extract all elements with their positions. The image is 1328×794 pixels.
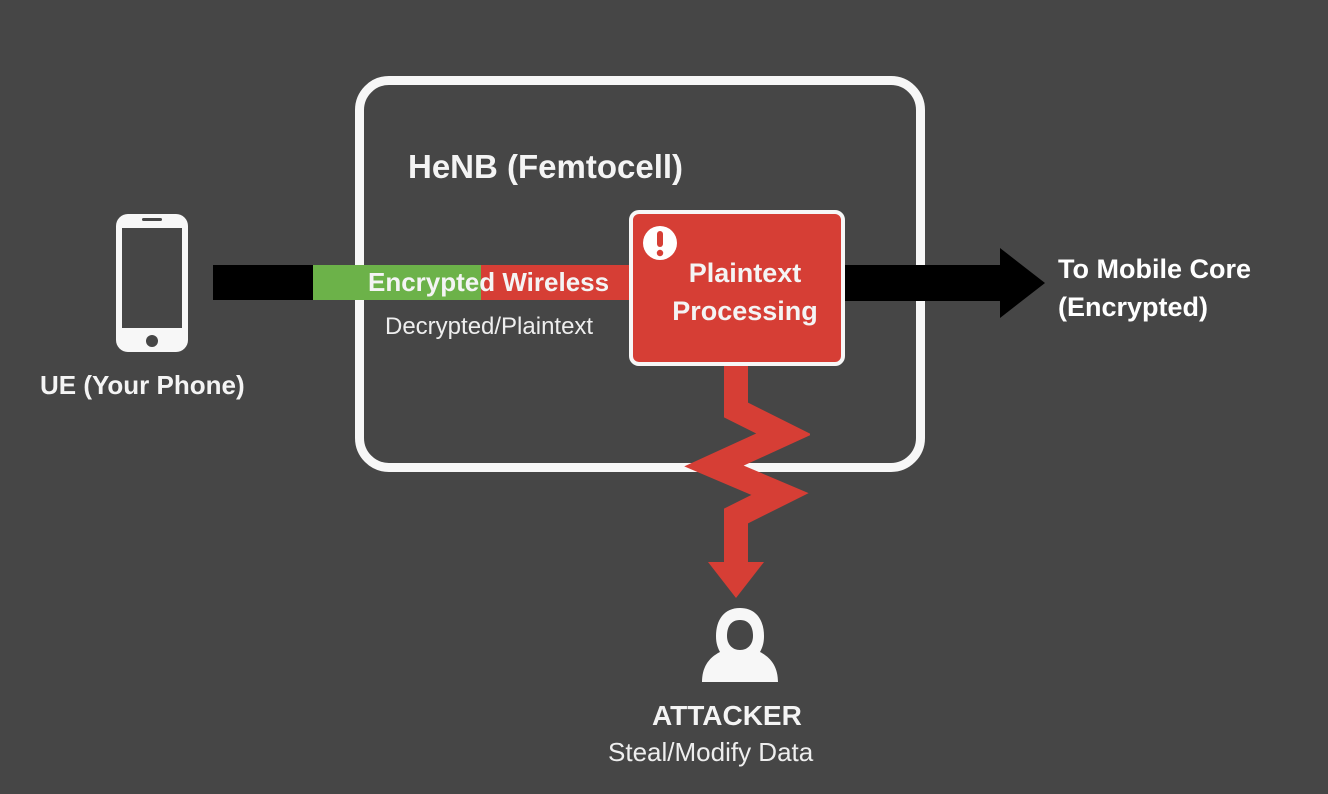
- arrow-right-icon: [845, 248, 1045, 318]
- link-segment-plaintext: [481, 265, 631, 300]
- hooded-attacker-icon: [702, 608, 778, 682]
- processing-label: Plaintext Processing: [645, 254, 845, 330]
- warning-icon: [643, 226, 677, 260]
- processing-label-line1: Plaintext: [688, 258, 802, 288]
- henb-title: HeNB (Femtocell): [408, 148, 684, 185]
- core-label: To Mobile Core (Encrypted): [1058, 250, 1251, 326]
- lightning-arrow-icon: [684, 366, 810, 598]
- ue-label: UE (Your Phone): [40, 370, 245, 400]
- decrypted-label: Decrypted/Plaintext: [385, 313, 594, 340]
- link-segment-encrypted: [313, 265, 481, 300]
- processing-label-line2: Processing: [672, 296, 818, 326]
- core-label-line1: To Mobile Core: [1058, 254, 1251, 284]
- attacker-label: ATTACKER: [652, 700, 802, 731]
- attacker-subtitle: Steal/Modify Data: [608, 737, 814, 767]
- link-segment-outer: [213, 265, 313, 300]
- encrypted-wireless-label: Encrypted Wireless: [368, 267, 610, 297]
- core-label-line2: (Encrypted): [1058, 292, 1209, 322]
- phone-icon: [116, 214, 188, 352]
